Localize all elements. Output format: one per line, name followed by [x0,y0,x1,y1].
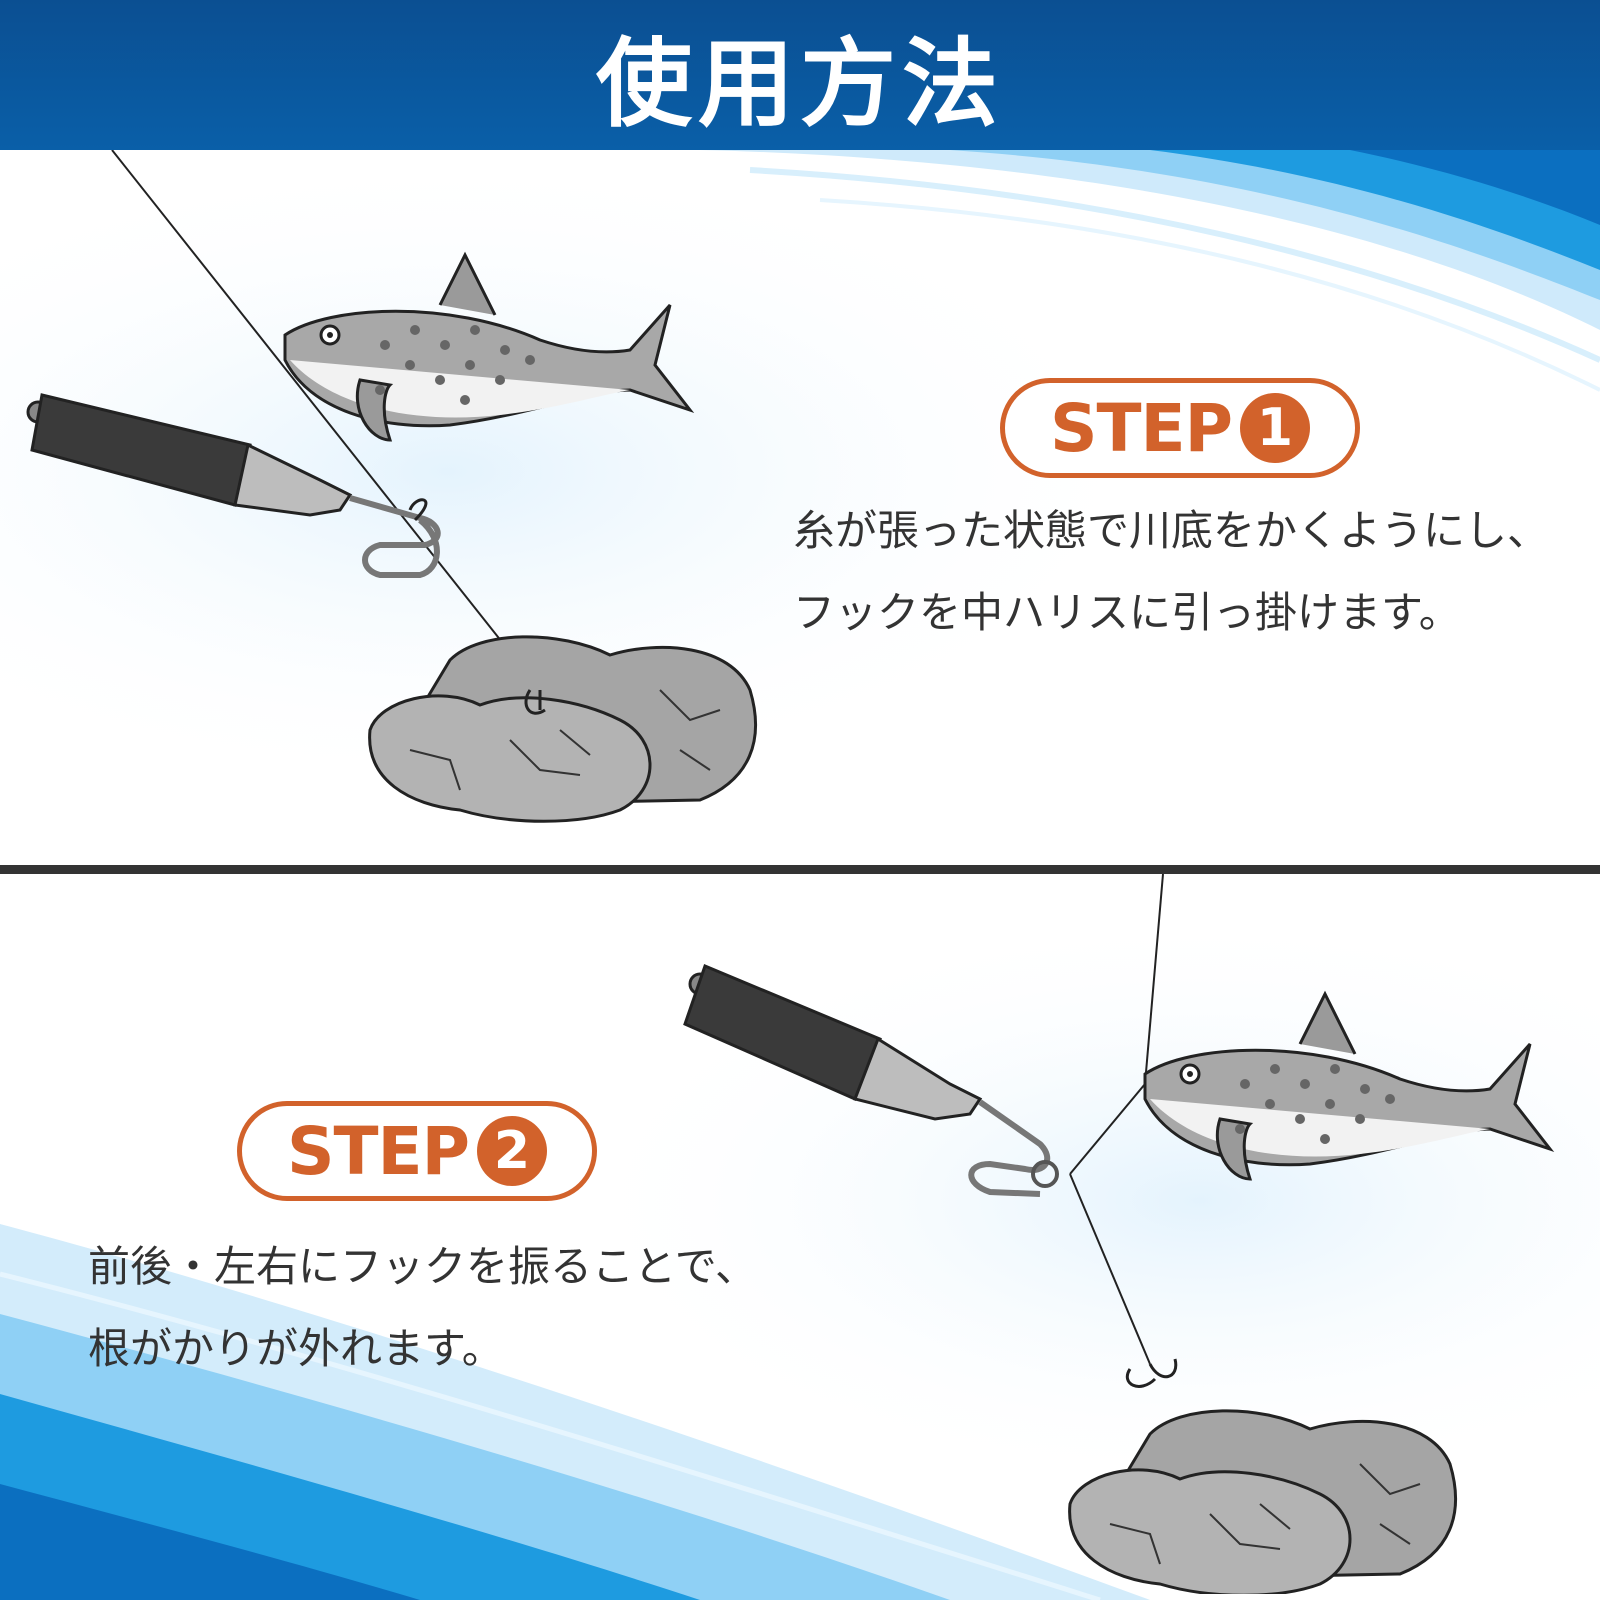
step2-badge: STEP 2 [237,1101,597,1201]
step2-description: 前後・左右にフックを振ることで、 根がかりが外れます。 [88,1226,757,1390]
step1-description: 糸が張った状態で川底をかくようにし、 フックを中ハリスに引っ掛けます。 [793,490,1549,654]
step2-line2: 根がかりが外れます。 [88,1324,504,1373]
step2-label: STEP [286,1112,470,1190]
retriever-tool-icon [683,964,1059,1197]
retriever-tool-icon [26,393,441,578]
step1-panel: STEP 1 糸が張った状態で川底をかくようにし、 フックを中ハリスに引っ掛けま… [0,150,1600,865]
step2-line1: 前後・左右にフックを振ることで、 [88,1242,758,1291]
step2-illustration [683,874,1555,1594]
step1-line2: フックを中ハリスに引っ掛けます。 [793,588,1461,637]
wave-background [0,150,1600,865]
page-title: 使用方法 [596,27,1004,140]
step1-badge: STEP 1 [1000,378,1360,478]
rocks-icon [368,635,758,823]
step2-panel: STEP 2 前後・左右にフックを振ることで、 根がかりが外れます。 [0,874,1600,1600]
wave-background [0,874,1600,1600]
fish-icon [283,251,695,442]
header-bar: 使用方法 [0,0,1600,150]
step1-label: STEP [1049,389,1233,467]
rocks-icon [1068,1409,1458,1594]
step1-illustration [26,150,758,823]
step1-number-circle: 1 [1240,393,1310,463]
fish-icon [1143,990,1555,1181]
panel-divider [0,865,1600,874]
step1-line1: 糸が張った状態で川底をかくようにし、 [793,506,1550,555]
step2-number-circle: 2 [477,1116,547,1186]
